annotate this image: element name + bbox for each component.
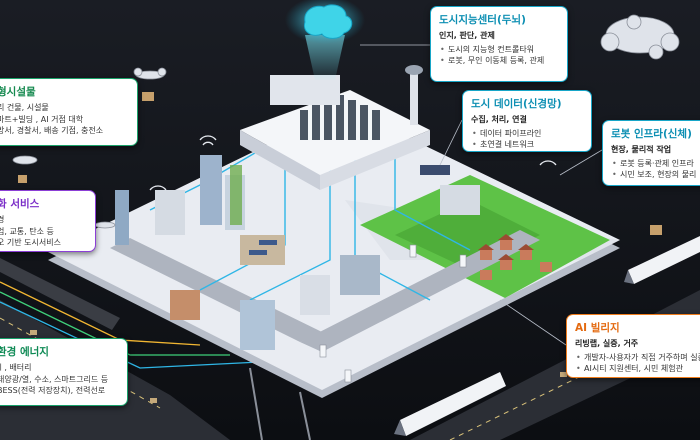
label-title: 도시지능센터(두뇌) [439, 14, 526, 26]
label-item: 방서, 경찰서, 배송 기점, 충전소 [0, 126, 104, 136]
brain-center-building [240, 0, 430, 190]
package-icon [18, 92, 662, 235]
label-robot-infra: 로봇 인프라(신체) 현장, 물리적 작업 로봇 등록·관제 인프라 시민 보조… [602, 120, 700, 186]
label-services: 화 서비스 경 업, 교통, 탄소 등 오 기반 도시서비스 [0, 190, 96, 252]
label-item: 시민 보조, 현장의 물리 [611, 169, 700, 181]
drone-icon [12, 14, 680, 229]
train-icon [394, 236, 700, 436]
label-item: 도시의 지능형 컨트롤타워 [439, 44, 559, 56]
label-title: 화 서비스 [0, 198, 40, 210]
label-item: ㅣ, 배터리 [0, 363, 32, 373]
label-item: 경 [0, 214, 87, 226]
label-connectors [360, 44, 603, 346]
label-title: 로봇 인프라(신체) [611, 128, 692, 140]
label-title: 환경 에너지 [0, 346, 49, 358]
label-infrastructure: 형시설물 리 건물, 시설물 마트+빌딩 , AI 거점 대학 방서, 경찰서,… [0, 78, 138, 146]
label-city-data: 도시 데이터(신경망) 수집, 처리, 연결 데이터 파이프라인 초연결 네트워… [462, 90, 592, 152]
label-item: 데이터 파이프라인 [471, 128, 583, 140]
label-item: 태양광/열, 수소, 스마트그리드 등 [0, 374, 109, 384]
wifi-icon [149, 135, 557, 191]
solar-panel-icon [420, 165, 450, 175]
label-title: 형시설물 [0, 86, 36, 98]
label-subtitle: 수집, 처리, 연결 [471, 115, 527, 125]
label-item: 마트+빌딩 , AI 거점 대학 [0, 114, 84, 124]
label-item: 리 건물, 시설물 [0, 103, 49, 113]
label-subtitle: 현장, 물리적 작업 [611, 145, 672, 155]
label-item: 개발자-사용자가 직접 거주하며 실증 [575, 352, 700, 364]
label-title: 도시 데이터(신경망) [471, 98, 562, 110]
label-title: AI 빌리지 [575, 322, 620, 334]
brain-icon [303, 4, 353, 39]
robot-icon [319, 244, 467, 383]
left-buildings [115, 155, 380, 350]
label-city-brain-center: 도시지능센터(두뇌) 인지, 판단, 관제 도시의 지능형 컨트롤타워 로봇, … [430, 6, 568, 82]
label-subtitle: 리빙랩, 실증, 거주 [575, 339, 639, 349]
label-item: 업, 교통, 탄소 등 [0, 226, 54, 236]
label-item: BESS(전력 저장장치), 전력선로 [0, 386, 106, 396]
label-item: 초연결 네트워크 [471, 139, 583, 151]
label-item: 오 기반 도시서비스 [0, 238, 61, 248]
label-item: AI시티 지원센터, 시민 체험관 [575, 363, 700, 375]
label-item: 로봇 등록·관제 인프라 [611, 158, 700, 170]
village-houses [420, 165, 552, 280]
label-ai-village: AI 빌리지 리빙랩, 실증, 거주 개발자-사용자가 직접 거주하며 실증 A… [566, 314, 700, 378]
label-energy: 환경 에너지 ㅣ, 배터리 태양광/열, 수소, 스마트그리드 등 BESS(전… [0, 338, 128, 406]
label-item: 로봇, 무인 이동체 등록, 관제 [439, 55, 559, 67]
label-subtitle: 인지, 판단, 관제 [439, 31, 495, 41]
